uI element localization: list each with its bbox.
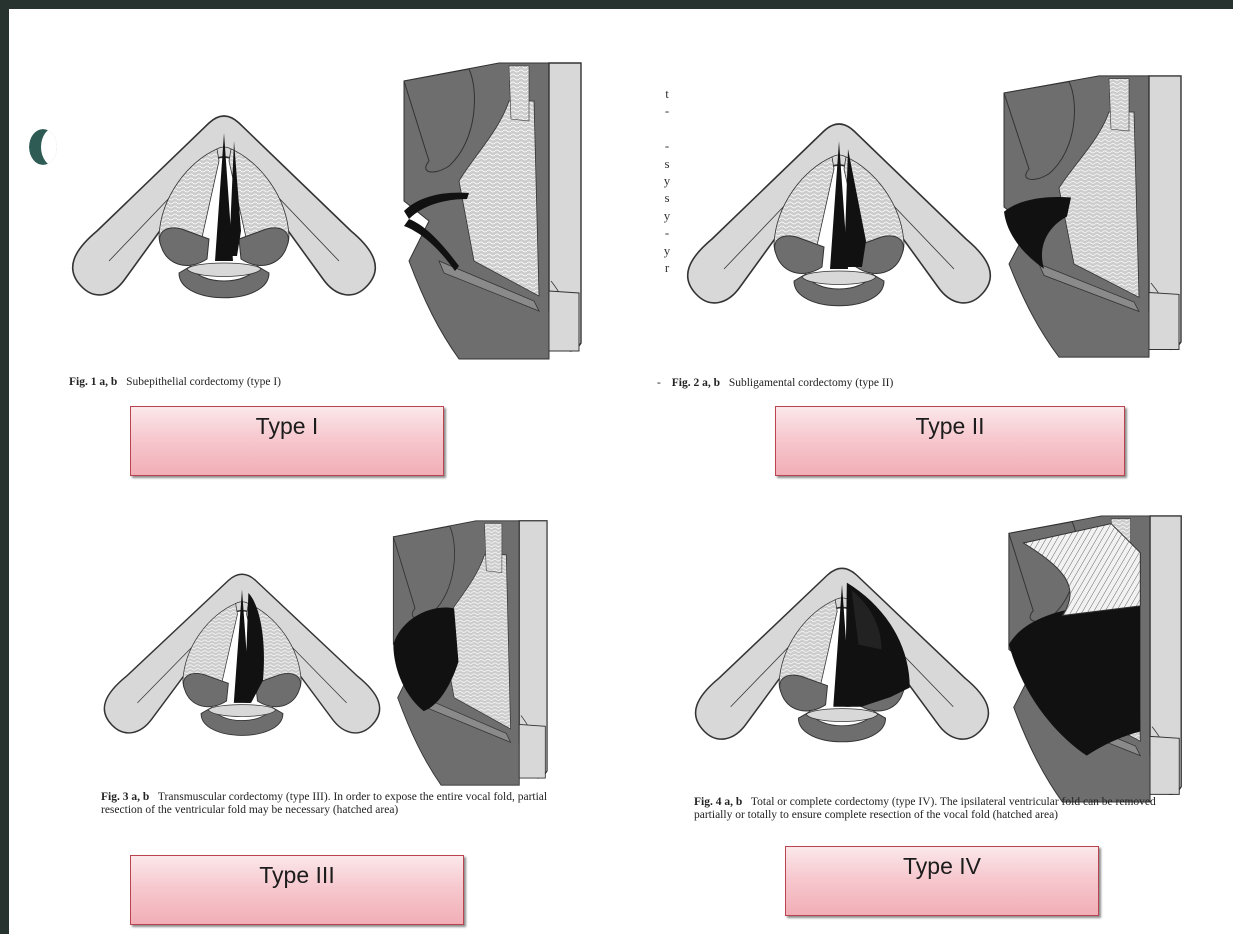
type-ii-label: Type II <box>775 406 1125 476</box>
type-ii-label-text: Type II <box>915 413 984 439</box>
fig4-axial-diagram <box>692 554 992 764</box>
fig2-axial-diagram <box>684 109 994 329</box>
fig4-caption-text: Total or complete cordectomy (type IV). … <box>694 796 1156 821</box>
margin-mark <box>657 120 677 137</box>
margin-mark: - <box>657 102 677 119</box>
margin-mark: - <box>657 137 677 154</box>
margin-mark: t <box>657 85 677 102</box>
slide: t- -sysy-yr Fig. 1 a, b Subepithelial co… <box>9 9 1233 934</box>
fig4-caption: Fig. 4 a, b Total or complete cordectomy… <box>694 796 1174 822</box>
type-iv-label: Type IV <box>785 846 1099 916</box>
fig1-caption-text: Subepithelial cordectomy (type I) <box>126 376 281 388</box>
fig2-caption: - Fig. 2 a, b Subligamental cordectomy (… <box>657 377 1197 390</box>
fig2-caption-dash: - <box>657 377 661 389</box>
margin-mark: s <box>657 189 677 206</box>
margin-mark: r <box>657 259 677 276</box>
fig3-coronal-diagram <box>389 519 554 787</box>
fig4-caption-number: Fig. 4 a, b <box>694 796 742 808</box>
fig1-axial-diagram <box>69 101 379 321</box>
fig3-axial-diagram <box>101 561 383 756</box>
slide-accent-dot <box>29 129 57 165</box>
fig3-caption-text: Transmuscular cordectomy (type III). In … <box>101 791 547 816</box>
fig4-coronal-diagram <box>1004 514 1189 804</box>
fig3-caption-number: Fig. 3 a, b <box>101 791 149 803</box>
fig1-coronal-diagram <box>399 61 589 361</box>
margin-mark: y <box>657 207 677 224</box>
margin-mark: y <box>657 242 677 259</box>
margin-marks: t- -sysy-yr <box>657 85 677 276</box>
fig2-coronal-diagram <box>999 74 1189 359</box>
fig1-caption-number: Fig. 1 a, b <box>69 376 117 388</box>
fig2-caption-number: Fig. 2 a, b <box>672 377 720 389</box>
fig2-caption-text: Subligamental cordectomy (type II) <box>729 377 893 389</box>
type-iii-label: Type III <box>130 855 464 925</box>
fig1-caption: Fig. 1 a, b Subepithelial cordectomy (ty… <box>69 376 589 389</box>
fig3-caption: Fig. 3 a, b Transmuscular cordectomy (ty… <box>101 791 576 817</box>
margin-mark: - <box>657 224 677 241</box>
margin-mark: s <box>657 155 677 172</box>
type-iv-label-text: Type IV <box>903 853 981 879</box>
type-iii-label-text: Type III <box>259 862 334 888</box>
type-i-label: Type I <box>130 406 444 476</box>
margin-mark: y <box>657 172 677 189</box>
type-i-label-text: Type I <box>256 413 319 439</box>
